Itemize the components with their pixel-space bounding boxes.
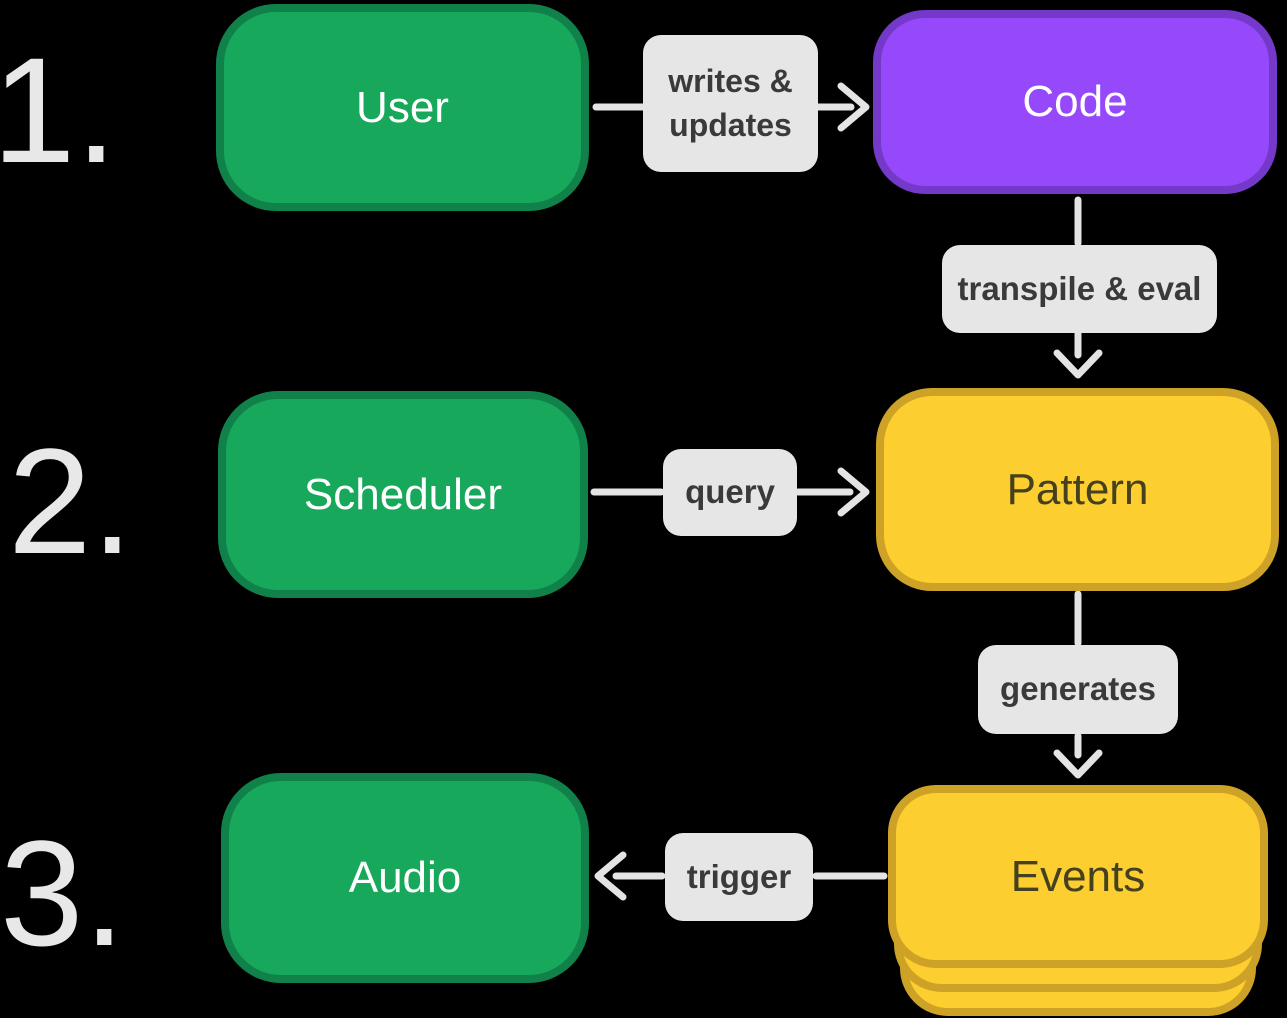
edge-scheduler-pattern-arrowhead bbox=[837, 467, 870, 517]
node-pattern: Pattern bbox=[876, 388, 1279, 591]
edge-user-code-arrowhead bbox=[837, 82, 870, 132]
node-user-label: User bbox=[356, 82, 449, 132]
edge-label-transpile-eval: transpile & eval bbox=[942, 245, 1217, 333]
edge-label-generates: generates bbox=[978, 645, 1178, 734]
edge-label-query: query bbox=[663, 449, 797, 536]
node-code-label: Code bbox=[1022, 77, 1128, 126]
edge-code-pattern-arrowhead bbox=[1053, 349, 1103, 379]
step-number-1: 1. bbox=[0, 26, 118, 194]
node-pattern-label: Pattern bbox=[1006, 464, 1149, 514]
step-number-2: 2. bbox=[8, 417, 134, 585]
edge-label-writes-updates: writes & updates bbox=[643, 35, 818, 172]
node-scheduler-label: Scheduler bbox=[303, 469, 503, 519]
step-number-3: 3. bbox=[0, 809, 126, 977]
edge-label-trigger: trigger bbox=[665, 833, 813, 921]
node-scheduler: Scheduler bbox=[218, 391, 588, 598]
node-events-label: Events bbox=[1010, 851, 1146, 901]
node-audio: Audio bbox=[221, 773, 589, 983]
node-user: User bbox=[216, 4, 589, 211]
node-events: Events bbox=[888, 785, 1268, 968]
edge-pattern-events-arrowhead bbox=[1053, 749, 1103, 779]
edge-events-audio-arrowhead bbox=[594, 851, 627, 901]
node-audio-label: Audio bbox=[348, 853, 462, 902]
node-code: Code bbox=[873, 10, 1277, 194]
